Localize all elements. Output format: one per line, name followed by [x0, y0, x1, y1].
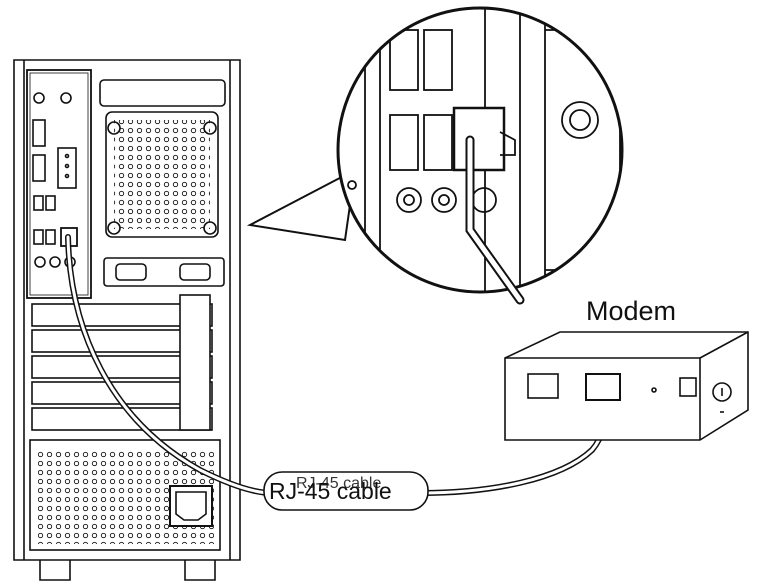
power-supply — [29, 439, 221, 551]
fan-grille — [105, 111, 219, 238]
cable-label-overlap: RJ-45 cable — [296, 475, 382, 492]
zoom-callout — [246, 6, 624, 294]
modem-device — [504, 331, 749, 441]
cable-label: RJ-45 cable — [269, 478, 392, 504]
cable-label-bubble — [263, 471, 429, 511]
expansion-slots — [31, 294, 213, 431]
io-panel — [26, 69, 92, 299]
desktop-tower — [13, 59, 241, 581]
modem-label: Modem — [586, 296, 677, 326]
